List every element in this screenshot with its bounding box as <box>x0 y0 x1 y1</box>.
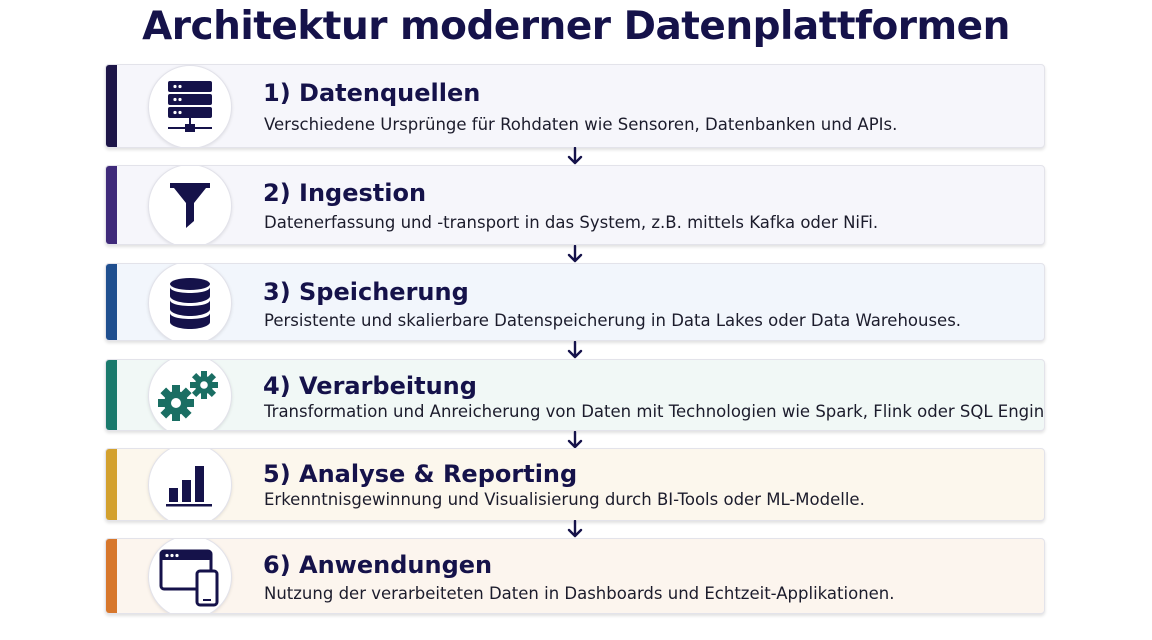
step-title: 6) Anwendungen <box>263 551 493 579</box>
server-icon <box>148 65 232 147</box>
step-description: Verschiedene Ursprünge für Rohdaten wie … <box>264 115 898 134</box>
step-title: 1) Datenquellen <box>263 79 481 107</box>
step-title: 3) Speicherung <box>263 278 469 306</box>
step-card-anwendungen: 6) Anwendungen Nutzung der verarbeiteten… <box>105 538 1045 614</box>
step-title: 5) Analyse & Reporting <box>263 460 578 488</box>
arrow-down-icon <box>566 147 584 165</box>
gears-icon <box>148 360 232 430</box>
database-icon <box>148 264 232 340</box>
funnel-icon <box>148 166 232 244</box>
step-card-datenquellen: 1) Datenquellen Verschiedene Ursprünge f… <box>105 64 1045 148</box>
step-card-verarbeitung: 4) Verarbeitung Transformation und Anrei… <box>105 359 1045 431</box>
accent-bar <box>106 166 117 244</box>
step-title: 4) Verarbeitung <box>263 372 477 400</box>
accent-bar <box>106 264 117 340</box>
step-description: Persistente und skalierbare Datenspeiche… <box>264 311 962 330</box>
arrow-down-icon <box>566 431 584 449</box>
arrow-down-icon <box>566 341 584 359</box>
page-title: Architektur moderner Datenplattformen <box>142 4 1010 49</box>
step-card-ingestion: 2) Ingestion Datenerfassung und -transpo… <box>105 165 1045 245</box>
step-card-analyse-reporting: 5) Analyse & Reporting Erkenntnisgewinnu… <box>105 448 1045 521</box>
step-card-speicherung: 3) Speicherung Persistente und skalierba… <box>105 263 1045 341</box>
step-description: Transformation und Anreicherung von Date… <box>264 402 1045 421</box>
accent-bar <box>106 65 117 147</box>
step-description: Erkenntnisgewinnung und Visualisierung d… <box>264 490 865 509</box>
arrow-down-icon <box>566 245 584 263</box>
step-description: Datenerfassung und -transport in das Sys… <box>264 213 879 232</box>
accent-bar <box>106 360 117 430</box>
devices-icon <box>148 539 232 613</box>
accent-bar <box>106 539 117 613</box>
accent-bar <box>106 449 117 520</box>
bar-chart-icon <box>148 449 232 520</box>
step-description: Nutzung der verarbeiteten Daten in Dashb… <box>264 584 895 603</box>
step-title: 2) Ingestion <box>263 179 427 207</box>
arrow-down-icon <box>566 520 584 538</box>
